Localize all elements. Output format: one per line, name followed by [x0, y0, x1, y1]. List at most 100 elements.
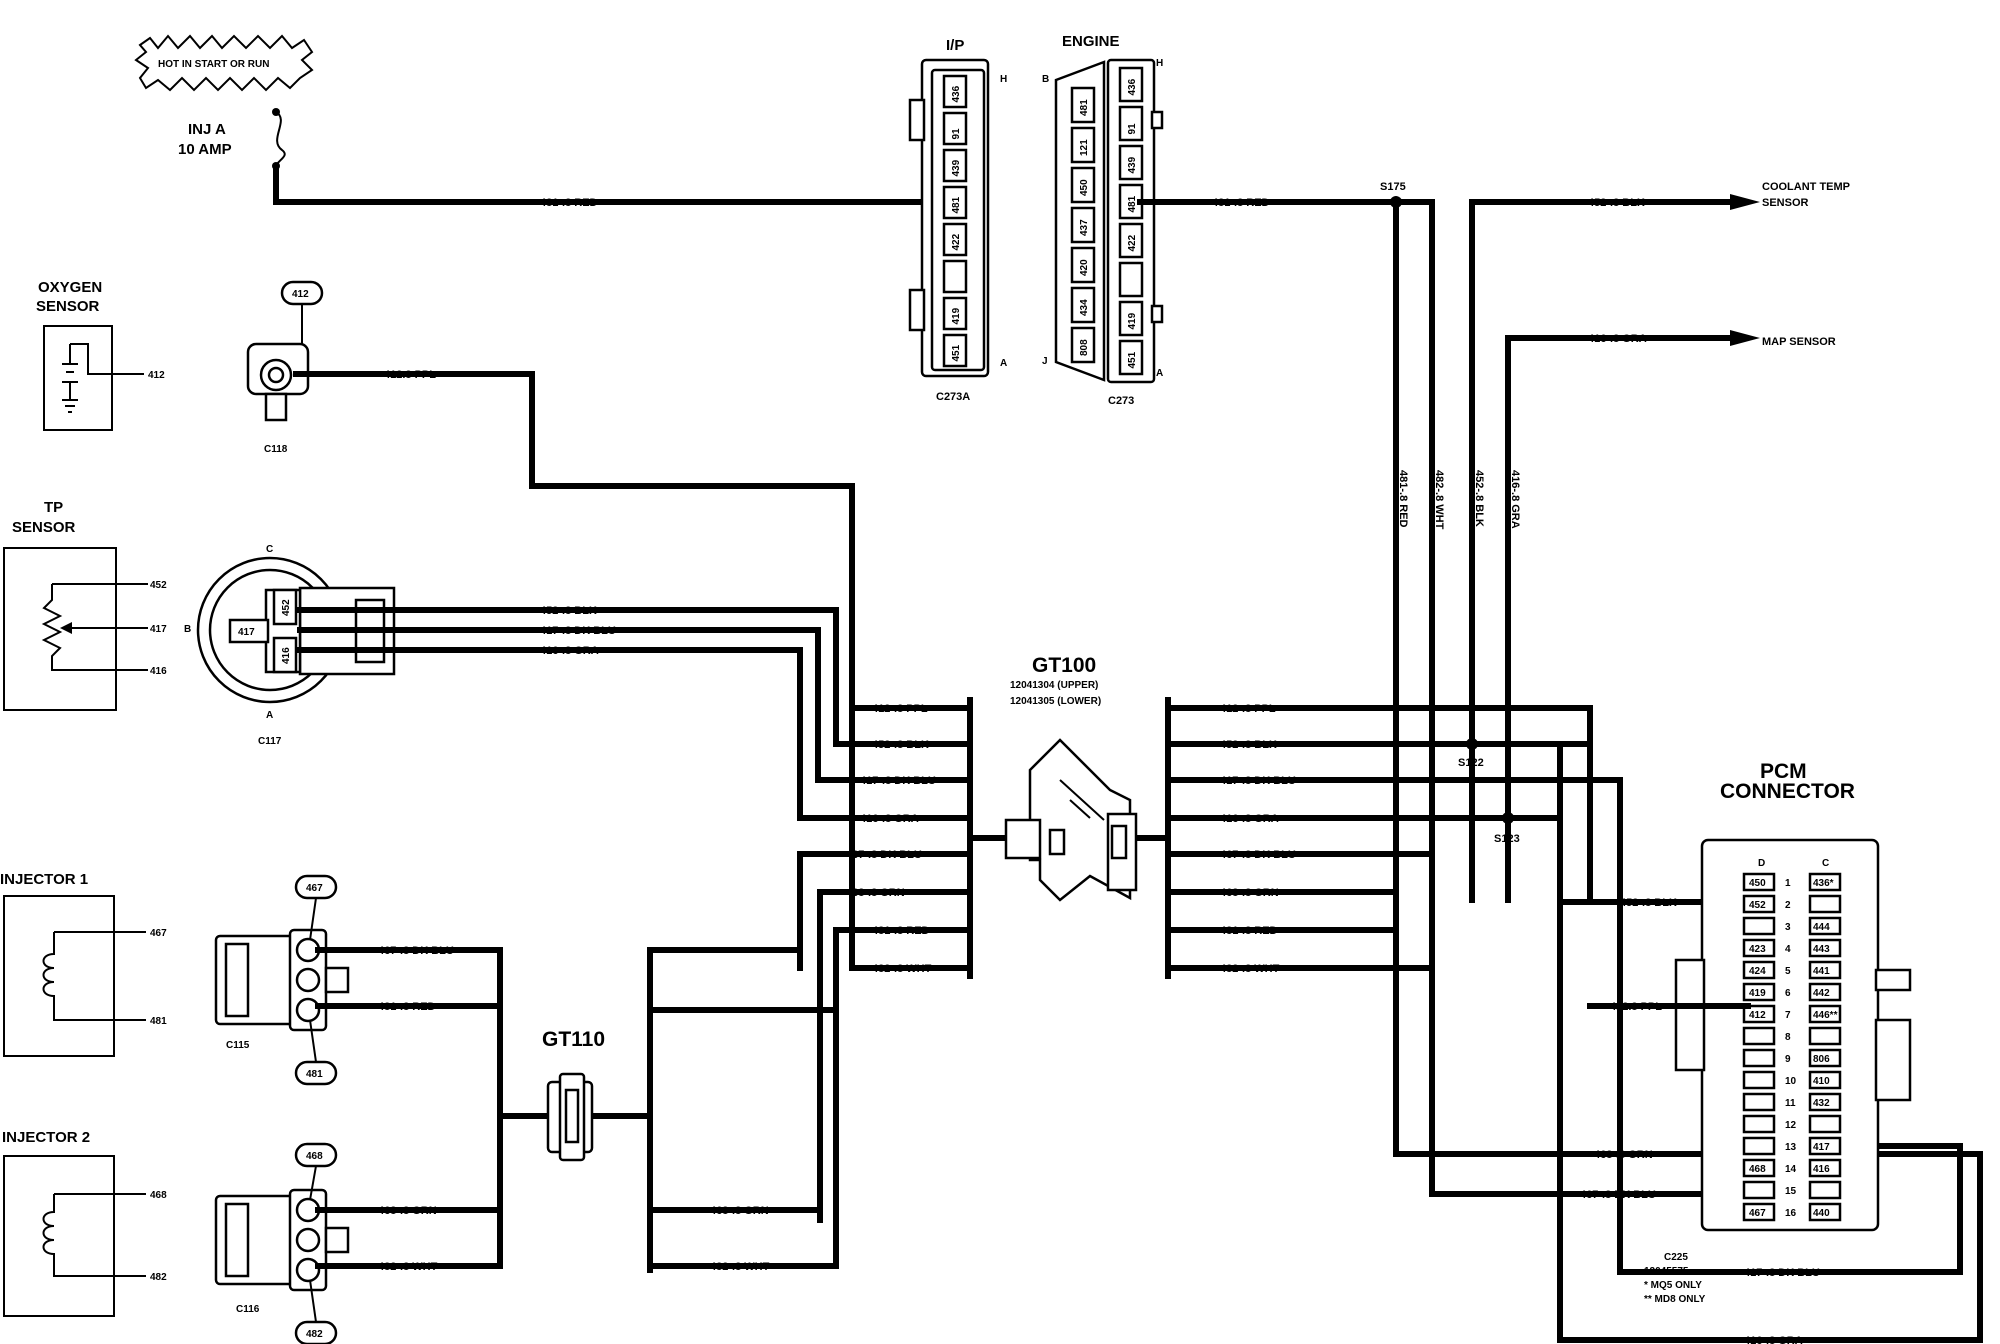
tp-pin-417: 417	[150, 624, 167, 635]
pcm-d-cell	[1742, 872, 1776, 892]
inj2-label-482: 482-.8 WHT	[378, 1261, 438, 1273]
gl-trunk	[967, 697, 1007, 979]
c116-tag-482: 482	[306, 1329, 323, 1340]
gr-label-452: 452-.8 BLK	[1220, 739, 1277, 751]
bottom-label-416: 416-.8 GRA	[1744, 1335, 1803, 1344]
pcm-d-cell	[1742, 916, 1776, 936]
arrow-coolant	[1730, 194, 1760, 210]
gl-label-467: 467-.8 DK BLU	[846, 849, 922, 861]
gt100-title: GT100	[1032, 654, 1096, 677]
pcm-c-label: 436*	[1813, 878, 1834, 889]
inj2-label-468: 468-.8 GRN	[378, 1205, 437, 1217]
fuse-inj-a: INJ A 10 AMP	[178, 108, 286, 170]
wire-467-inj1	[315, 947, 503, 1119]
ip-cell-label: 451	[951, 344, 962, 361]
engine-left-cell	[1070, 126, 1096, 164]
inj1-label-481: 481-.8 RED	[378, 1001, 436, 1013]
pcm-row-number: 1	[1785, 878, 1791, 889]
pcm-d-cell	[1742, 1070, 1776, 1090]
gt110-right-trunk	[647, 853, 839, 1273]
pcm-c-label: 441	[1813, 966, 1830, 977]
pcm-d-label: 468	[1749, 1164, 1766, 1175]
pcm-title-2: CONNECTOR	[1720, 780, 1855, 803]
pcm-c-cell	[1808, 1048, 1842, 1068]
c116-tag-468: 468	[306, 1151, 323, 1162]
engine-left-cell-label: 420	[1079, 259, 1090, 276]
pcm-row-number: 12	[1785, 1120, 1797, 1131]
ip-cell	[942, 296, 968, 331]
ip-pin-a: A	[1000, 358, 1007, 369]
engine-left-cell	[1070, 86, 1096, 124]
engine-right-cell-label: 419	[1127, 312, 1138, 329]
coolant-label-2: SENSOR	[1762, 197, 1809, 209]
pcm-d-cell	[1742, 960, 1776, 980]
wire-468-to-pcm	[1393, 889, 1751, 1157]
wire-label-412-o2: 412.8 PPL	[384, 369, 436, 381]
pcm-c-cell	[1808, 1114, 1842, 1134]
pcm-d-cell	[1742, 982, 1776, 1002]
ip-cell	[942, 185, 968, 220]
pcm-c-cell	[1808, 982, 1842, 1002]
pcm-col-c: C	[1822, 858, 1829, 869]
pcm-row-number: 4	[1785, 944, 1791, 955]
gr-label-416: 416-.8 GRA	[1220, 813, 1279, 825]
pcm-c225: C225	[1664, 1252, 1688, 1263]
splice-s122-label: S122	[1458, 757, 1484, 769]
bottom-label-417: 417-.8 DK BLU	[1744, 1267, 1820, 1279]
engine-right-cell	[1118, 300, 1144, 337]
connector-c115: 467 481 C115	[214, 874, 350, 1086]
wire-label-452-coolant: 452-.8 BLK	[1588, 197, 1645, 209]
o2-title-2: SENSOR	[36, 298, 100, 315]
wire-482-gt110	[647, 927, 839, 1269]
gr-417	[1165, 777, 1963, 1275]
c117-pin-452: 452	[281, 599, 292, 616]
engine-pin-b: B	[1042, 74, 1049, 85]
wire-label-416-map: 416-.8 GRA	[1588, 333, 1647, 345]
gl-467	[797, 851, 973, 971]
pcm-c-cell	[1808, 1004, 1842, 1024]
gr-label-481: 481-.8 RED	[1220, 925, 1278, 937]
tp-sensor: TP SENSOR 452 417 416	[3, 499, 167, 711]
pcm-d-label: 450	[1749, 878, 1766, 889]
pcm-c-label: 416	[1813, 1164, 1830, 1175]
gl-468	[817, 889, 973, 1223]
engine-right-cell	[1118, 144, 1144, 181]
pcm-d-cell	[1742, 1048, 1776, 1068]
pcm-c-cell	[1808, 872, 1842, 892]
engine-pin-a: A	[1156, 368, 1163, 379]
pcm-c-cell	[1808, 1070, 1842, 1090]
c118-o2-tag: 412	[292, 289, 309, 300]
pcm-row-number: 8	[1785, 1032, 1791, 1043]
wire-label-417-tp: 417-.8 DK BLU	[540, 625, 616, 637]
pcm-c-label: 806	[1813, 1054, 1830, 1065]
engine-right-cell-label: 439	[1127, 156, 1138, 173]
tp-title-1: TP	[44, 499, 63, 516]
fuse-terminal-top	[272, 108, 280, 116]
gr-label-482: 482-.8 WHT	[1220, 963, 1280, 975]
c117-b: B	[184, 624, 191, 635]
engine-right-cell-label: 451	[1127, 351, 1138, 368]
engine-left-cell-label: 437	[1079, 219, 1090, 236]
engine-left-cell-label: 808	[1079, 339, 1090, 356]
pcm-row-number: 15	[1785, 1186, 1797, 1197]
pcm-label-468: 468-.8 GRN	[1594, 1149, 1653, 1161]
pcm-c-cell	[1808, 916, 1842, 936]
wire-label-452-tp: 452-.8 BLK	[540, 605, 597, 617]
engine-left-cell-label: 121	[1079, 139, 1090, 156]
ip-name: C273A	[936, 391, 970, 403]
wire-416-map	[1505, 335, 1733, 903]
ip-cell-label: 422	[951, 233, 962, 250]
connector-c118-o2: 412 C118	[246, 280, 324, 455]
ip-cell-label: 481	[951, 196, 962, 213]
hot-note-text: HOT IN START OR RUN	[158, 59, 269, 70]
gt100-upper: 12041304 (UPPER)	[1010, 680, 1098, 691]
engine-left-cell	[1070, 166, 1096, 204]
c117-c: C	[266, 544, 273, 555]
engine-left-cell	[1070, 246, 1096, 284]
injector1-title: INJECTOR 1	[0, 871, 88, 888]
ip-cell	[942, 148, 968, 183]
pcm-d-cell	[1742, 894, 1776, 914]
